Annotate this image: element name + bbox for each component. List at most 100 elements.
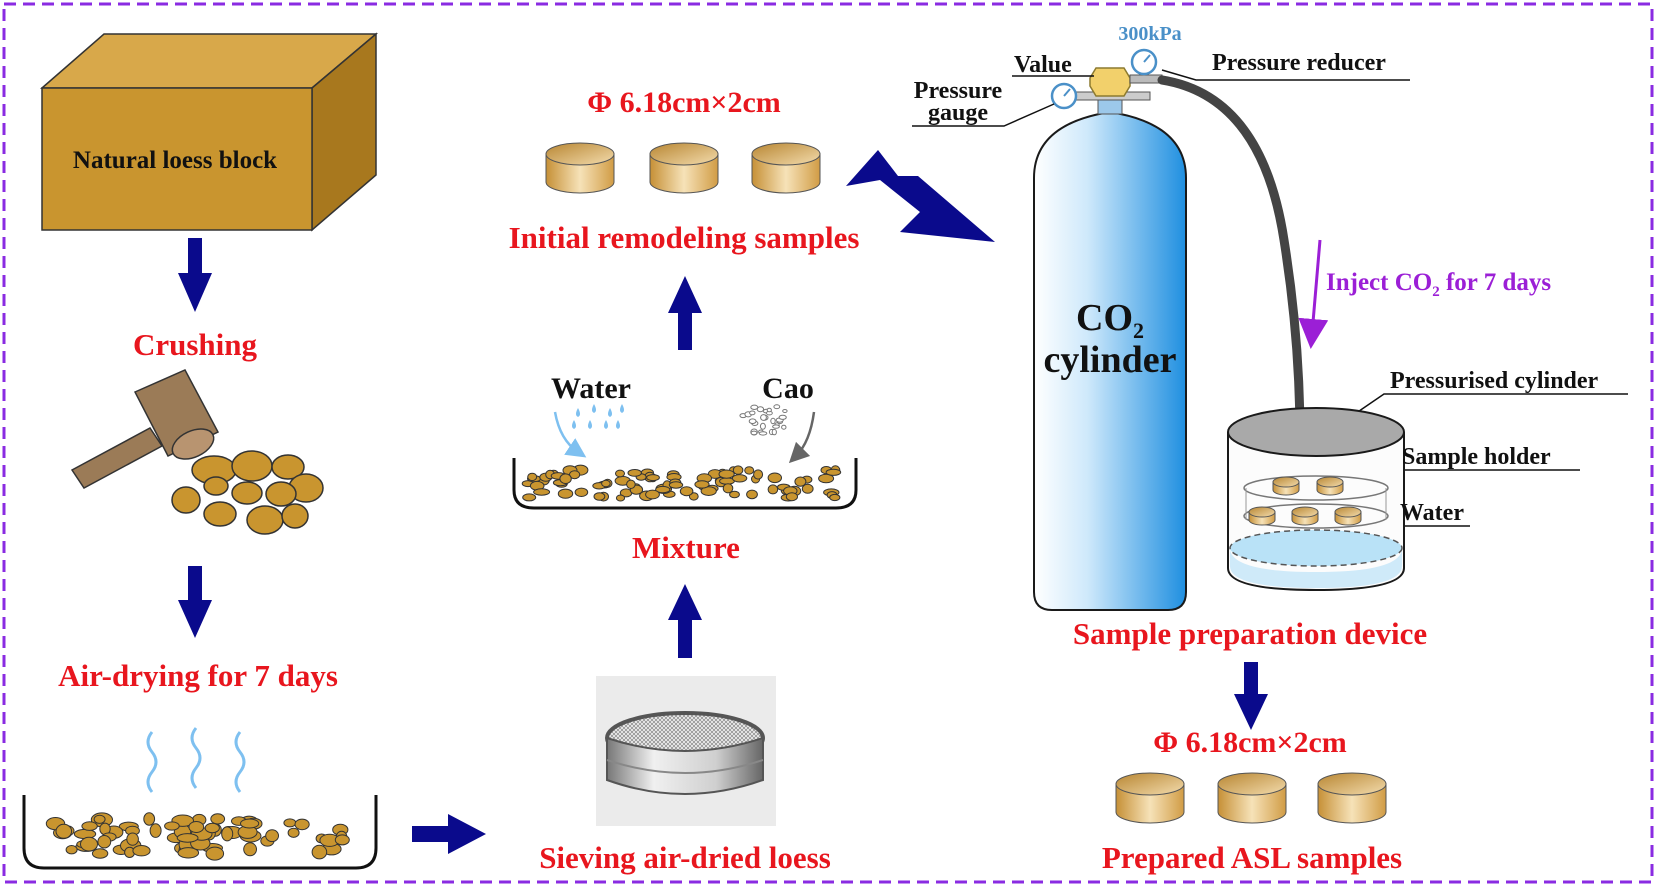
crushed-clods [171, 450, 324, 535]
step-air-drying: Air-drying for 7 days [58, 658, 338, 693]
granule [785, 492, 799, 502]
granule [557, 488, 574, 499]
label-sample-holder: Sample holder [1402, 444, 1551, 470]
arrow-to-cylinder [846, 150, 995, 242]
granule [65, 845, 78, 855]
gauge-icon [1050, 82, 1078, 110]
cao-grain [781, 424, 787, 430]
holder-disk [1248, 506, 1276, 526]
initial-samples [545, 142, 821, 194]
granule [243, 842, 258, 857]
gauge-icon-reducer [1130, 48, 1158, 76]
granule [204, 822, 220, 834]
granule [149, 823, 162, 838]
granule [177, 847, 200, 859]
granule [731, 474, 748, 483]
granule [176, 833, 199, 843]
cao-grain [750, 430, 758, 436]
hammer-icon [70, 369, 220, 489]
cylinder-formula-sub: 2 [1133, 318, 1144, 343]
granule [73, 828, 97, 840]
granule [668, 481, 684, 489]
granule [593, 492, 606, 501]
water-drops-icon [572, 404, 624, 429]
granule [240, 818, 260, 829]
svg-text:CO2: CO2 [1076, 297, 1144, 343]
cao-grain [772, 424, 780, 429]
arrow-up-1 [668, 584, 702, 658]
sample-disk [1317, 772, 1387, 824]
cao-grain [782, 409, 788, 413]
inject-sub: 2 [1432, 284, 1440, 300]
granule [80, 836, 98, 852]
sample-disk [751, 142, 821, 194]
cao-grain [760, 414, 767, 421]
granule [601, 479, 611, 488]
granule [627, 469, 642, 477]
granule [93, 814, 106, 824]
granule [801, 483, 814, 494]
holder-disk [1291, 506, 1319, 526]
mixture-cao-label: Cao [762, 372, 814, 405]
granule [188, 821, 205, 833]
sieve-icon [596, 676, 776, 826]
granule [81, 821, 98, 831]
cao-grain [778, 414, 787, 420]
cao-pour-arrow [788, 411, 816, 464]
granule [132, 845, 151, 857]
cao-grain [758, 431, 768, 436]
granule [700, 486, 717, 497]
granule [729, 490, 740, 499]
arrow-down-3 [1234, 662, 1268, 730]
granule [55, 823, 73, 839]
sample-size-prepared: Φ 6.18cm×2cm [1153, 726, 1347, 759]
granule [287, 827, 300, 838]
granule [574, 487, 589, 497]
granule [126, 832, 139, 846]
granule [746, 489, 758, 500]
sample-disk [1217, 772, 1287, 824]
cao-grain [750, 404, 759, 410]
gauge-reading: 300kPa [1118, 23, 1181, 45]
inject-label: Inject CO2 for 7 days [1326, 269, 1551, 300]
granule [626, 479, 636, 489]
granule [655, 485, 671, 494]
granule [294, 818, 310, 831]
sample-disk [1115, 772, 1185, 824]
sample-disk [649, 142, 719, 194]
step-initial: Initial remodeling samples [509, 220, 860, 255]
granule [533, 488, 551, 496]
water-pour-arrow [553, 411, 587, 458]
hose [1157, 75, 1305, 443]
mixture-water-label: Water [551, 372, 631, 405]
arrow-down-1 [178, 238, 212, 312]
granule [718, 469, 735, 479]
label-pressure-gauge-1: Pressure [914, 78, 1003, 104]
granule [91, 848, 109, 859]
granule [615, 469, 625, 478]
granule [615, 494, 626, 502]
prepared-samples [1115, 772, 1387, 824]
granule [527, 472, 538, 482]
granule [744, 466, 755, 475]
step-prepared: Prepared ASL samples [1102, 840, 1402, 875]
granule [522, 493, 537, 502]
cao-grain [771, 428, 777, 436]
granule [283, 818, 297, 828]
cao-powder [739, 404, 788, 436]
arrow-down-2 [178, 566, 212, 638]
holder-disk [1272, 476, 1300, 496]
label-pressure-gauge-2: gauge [928, 100, 988, 126]
step-device: Sample preparation device [1073, 616, 1427, 651]
granule [97, 835, 112, 849]
granule [164, 821, 180, 831]
granule [818, 473, 835, 484]
granule [829, 493, 841, 502]
label-pressure-reducer: Pressure reducer [1212, 50, 1386, 76]
granule [767, 472, 782, 484]
granule [732, 465, 744, 475]
cao-grain [749, 410, 756, 416]
holder-disk [1334, 506, 1362, 526]
granule [722, 483, 734, 494]
